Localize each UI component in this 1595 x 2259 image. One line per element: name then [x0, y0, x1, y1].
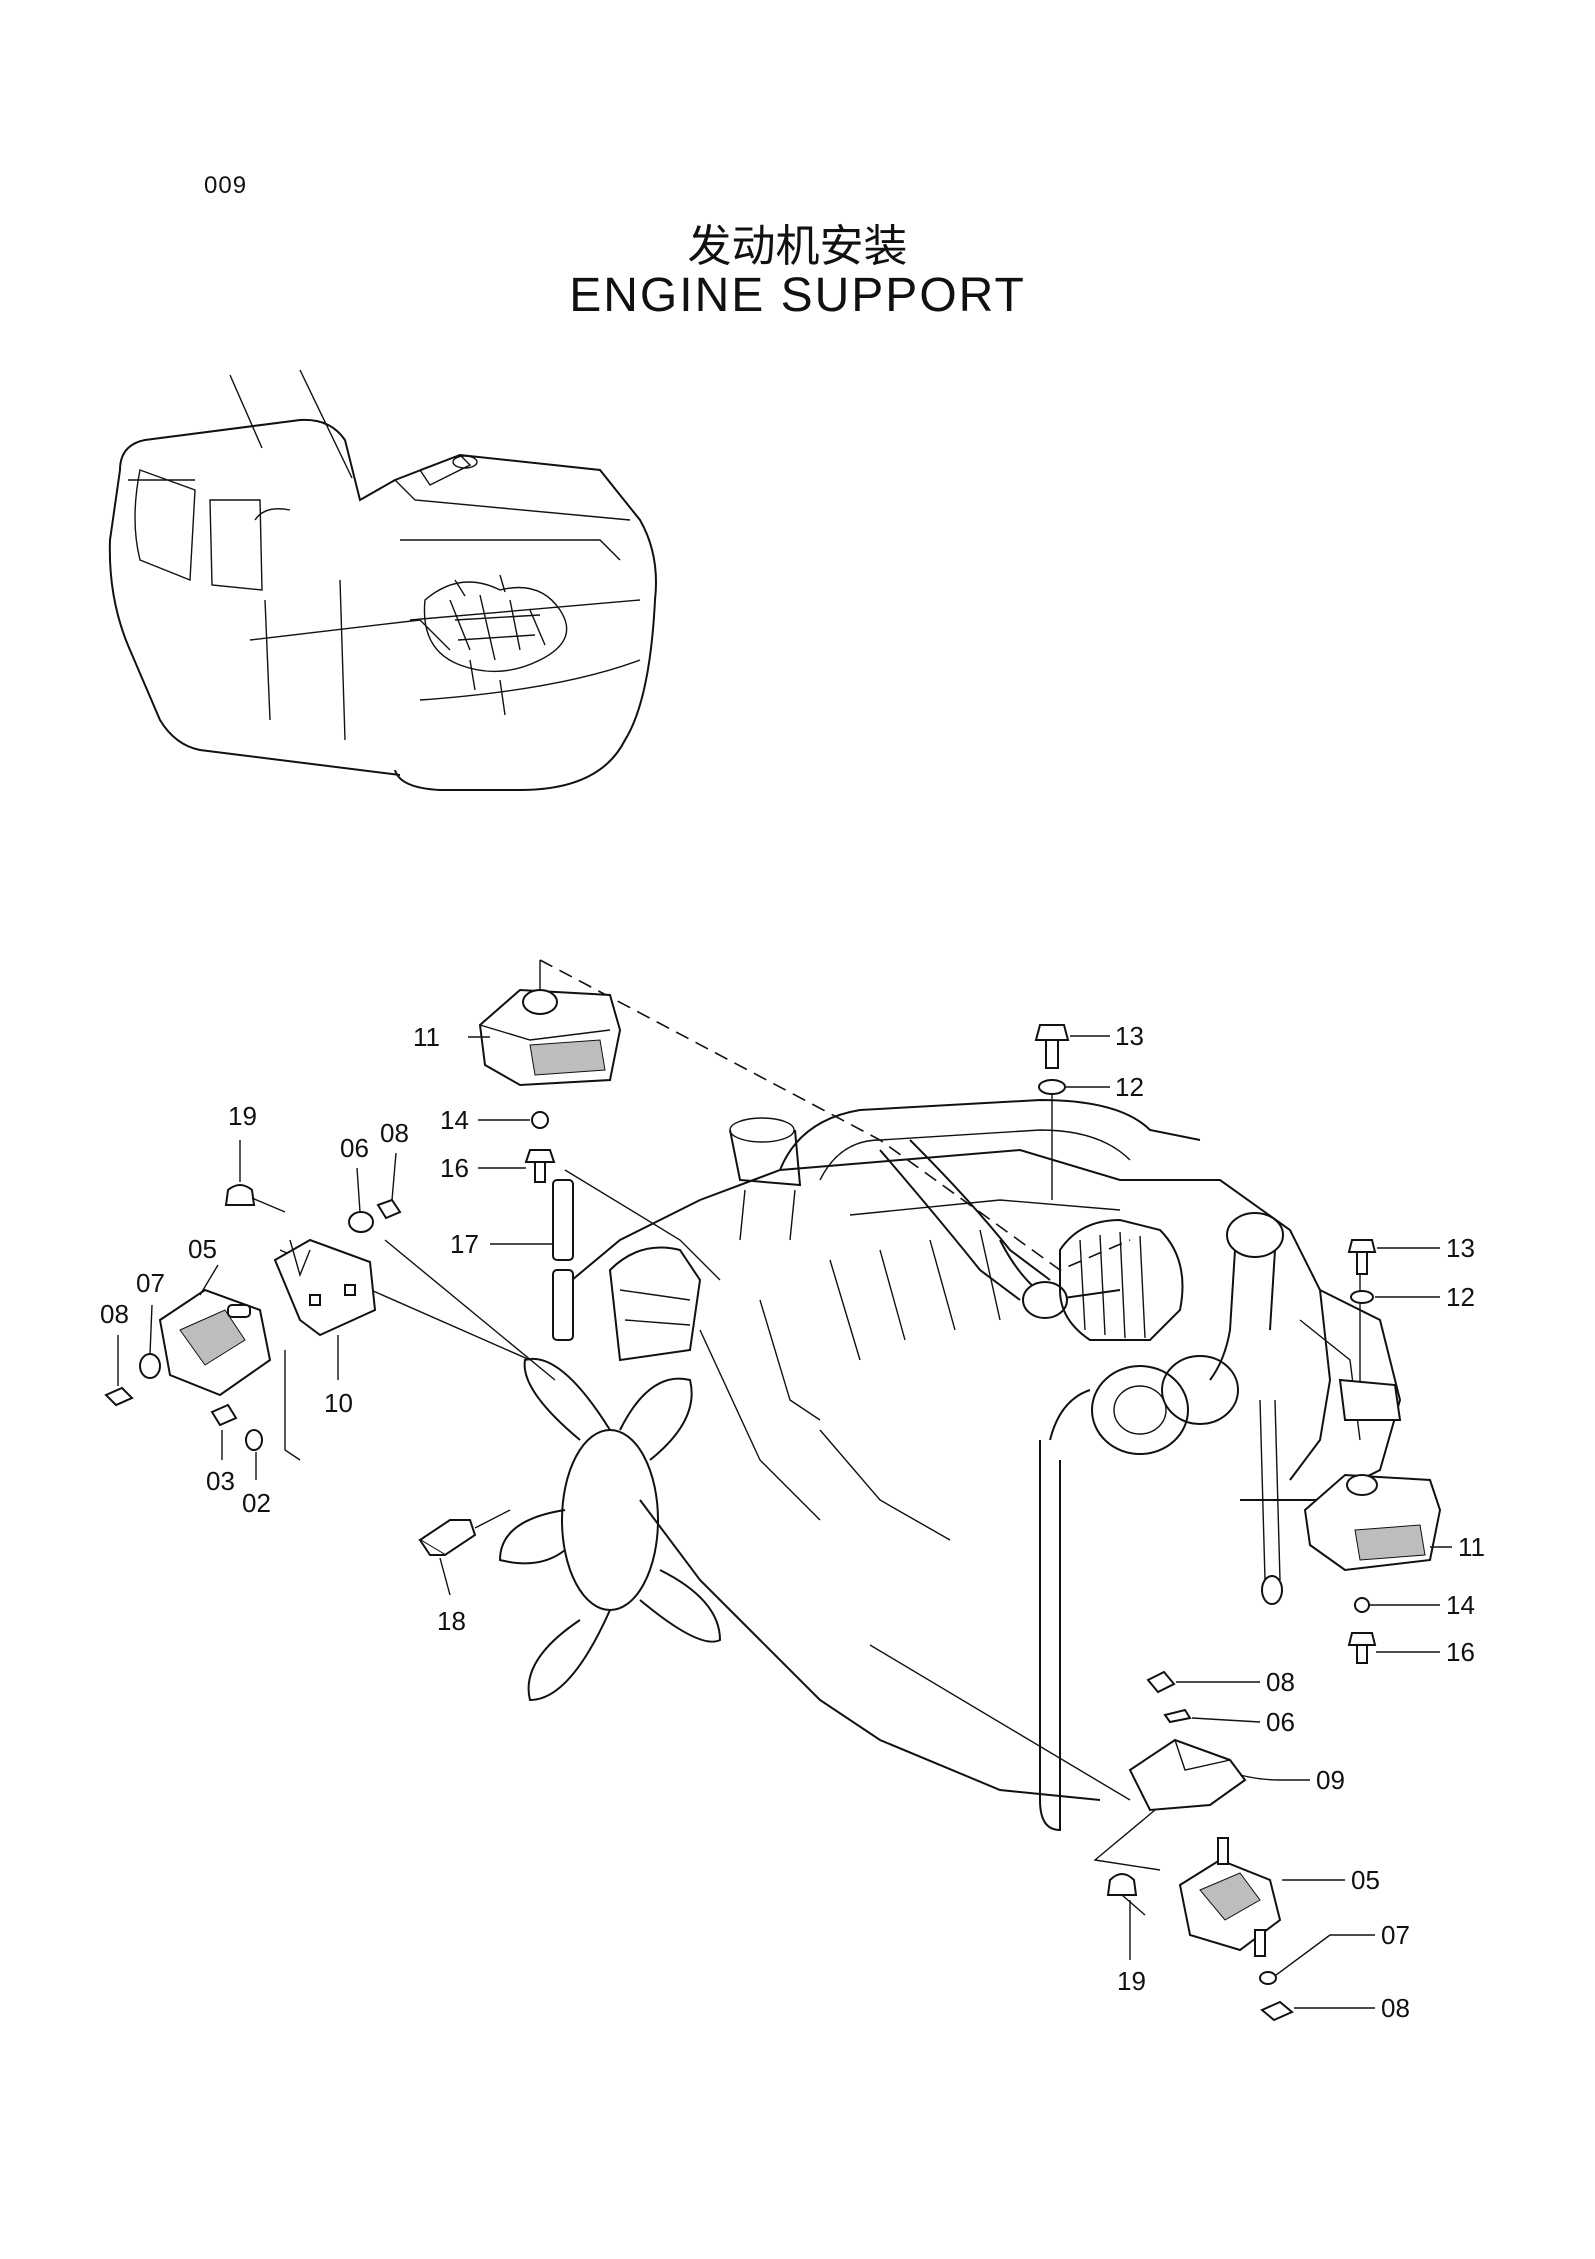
callout-12-top: 12: [1115, 1072, 1144, 1102]
callout-09: 09: [1316, 1765, 1345, 1795]
callout-14-top: 14: [440, 1105, 469, 1135]
spacer-block: [1338, 1378, 1402, 1421]
bolt-19-left: [224, 1184, 286, 1213]
callout-03: 03: [206, 1466, 235, 1496]
engine-mount-05-left: [158, 1288, 272, 1397]
callout-19-right: 19: [1117, 1966, 1146, 1996]
bolt-19-right: [1106, 1873, 1146, 1916]
callout-14-right: 14: [1446, 1590, 1475, 1620]
washer-06-right: [1163, 1708, 1192, 1724]
washer-07-right: [1259, 1971, 1277, 1985]
callout-10: 10: [324, 1388, 353, 1418]
title-english: ENGINE SUPPORT: [569, 269, 1026, 322]
nut-03: [210, 1403, 238, 1427]
excavator-overview: [108, 369, 657, 791]
washer-12-right: [1350, 1290, 1374, 1304]
callout-19-left: 19: [228, 1101, 257, 1131]
washer-14-right: [1354, 1597, 1370, 1613]
callout-11-right: 11: [1458, 1532, 1485, 1562]
callout-13-right: 13: [1446, 1233, 1475, 1263]
callout-16-right: 16: [1446, 1637, 1475, 1667]
washer-14-top: [531, 1111, 549, 1129]
sensor-18: [418, 1509, 511, 1557]
engine-mount-11-right: [1303, 1473, 1442, 1572]
bracket-09: [1128, 1738, 1247, 1812]
washer-06-left: [348, 1211, 374, 1233]
callout-08-top-left: 08: [380, 1118, 409, 1148]
callout-17: 17: [450, 1229, 479, 1259]
nut-08-lowest-right: [1260, 2000, 1294, 2022]
callout-12-right: 12: [1446, 1282, 1475, 1312]
washer-07-left: [139, 1353, 161, 1379]
callout-02: 02: [242, 1488, 271, 1518]
callout-08-upper-right: 08: [1266, 1667, 1295, 1697]
title-chinese: 发动机安装: [687, 221, 908, 272]
callout-16-top: 16: [440, 1153, 469, 1183]
nut-08-lower-left: [104, 1386, 134, 1407]
callout-11-top: 11: [413, 1022, 440, 1052]
callout-07-right: 07: [1381, 1920, 1410, 1950]
bolt-16-right: [1347, 1632, 1377, 1664]
bolt-13-top: [1034, 1024, 1070, 1069]
engine-assembly: [498, 1098, 1402, 1832]
callout-08-lower-left: 08: [100, 1299, 129, 1329]
washer-02: [245, 1429, 263, 1451]
nut-08-upper-right: [1146, 1670, 1176, 1694]
callout-13-top: 13: [1115, 1021, 1144, 1051]
callout-06-right: 06: [1266, 1707, 1295, 1737]
callout-08-lowest-right: 08: [1381, 1993, 1410, 2023]
page-number: 009: [204, 172, 248, 199]
washer-12-top: [1038, 1079, 1066, 1095]
engine-mount-05-right: [1178, 1837, 1282, 1957]
callout-18: 18: [437, 1606, 466, 1636]
callout-05-left: 05: [188, 1234, 217, 1264]
engine-mount-11-top: [478, 988, 622, 1087]
callout-07-left: 07: [136, 1268, 165, 1298]
bolt-13-right: [1347, 1239, 1377, 1275]
bolt-16-top: [524, 1149, 556, 1183]
tubes-17: [552, 1179, 574, 1341]
bracket-10: [273, 1238, 377, 1337]
callout-06-left: 06: [340, 1133, 369, 1163]
callout-05-right: 05: [1351, 1865, 1380, 1895]
nut-08-top-left: [376, 1198, 402, 1220]
